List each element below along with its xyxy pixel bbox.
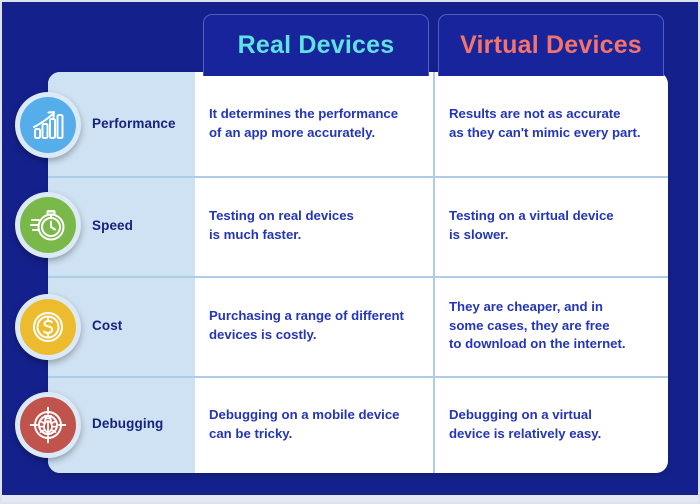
virtual-devices-text: Debugging on a virtual device is relativ… [449, 406, 602, 441]
virtual-devices-cell: Debugging on a virtual device is relativ… [433, 376, 668, 473]
table-header-row: Real Devices Virtual Devices [0, 14, 700, 76]
virtual-devices-cell: Testing on a virtual device is slower. [433, 176, 668, 276]
real-devices-text: Debugging on a mobile device can be tric… [209, 406, 400, 441]
header-tab-virtual-devices: Virtual Devices [438, 14, 664, 76]
virtual-devices-cell: Results are not as accurate as they can'… [433, 72, 668, 176]
category-label: Speed [92, 217, 134, 233]
header-tab-real-devices: Real Devices [203, 14, 429, 76]
category-icon-column [0, 72, 120, 473]
category-label: Performance [92, 115, 176, 131]
virtual-devices-text: They are cheaper, and in some cases, the… [449, 298, 626, 352]
real-devices-text: Purchasing a range of different devices … [209, 308, 404, 342]
category-cell-speed: Speed [48, 176, 195, 276]
category-cell-cost: Cost [48, 276, 195, 376]
category-label: Debugging [92, 416, 164, 432]
virtual-devices-text: Testing on a virtual device is slower. [449, 208, 614, 242]
table-row: Cost Purchasing a range of different devi… [48, 276, 668, 376]
virtual-devices-cell: They are cheaper, and in some cases, the… [433, 276, 668, 376]
table-body: Performance It determines the performance… [48, 72, 668, 473]
real-devices-cell: Purchasing a range of different devices … [195, 276, 433, 376]
real-devices-cell: It determines the performance of an app … [195, 72, 433, 176]
category-icon-badge-performance [15, 92, 81, 158]
stopwatch-icon [20, 197, 76, 253]
real-devices-cell: Testing on real devices is much faster. [195, 176, 433, 276]
header-label-virtual-devices: Virtual Devices [460, 31, 642, 59]
table-row: Debugging Debugging on a mobile device ca… [48, 376, 668, 473]
real-devices-cell: Debugging on a mobile device can be tric… [195, 376, 433, 473]
column-divider [433, 72, 435, 473]
category-cell-debugging: Debugging [48, 376, 195, 473]
category-cell-performance: Performance [48, 72, 195, 176]
virtual-devices-text: Results are not as accurate as they can'… [449, 106, 641, 140]
category-label: Cost [92, 317, 123, 333]
dollar-coin-icon [20, 299, 76, 355]
real-devices-text: It determines the performance of an app … [209, 106, 399, 140]
comparison-table-panel: Performance It determines the performance… [48, 72, 668, 473]
table-row: Speed Testing on real devices is much fas… [48, 176, 668, 276]
bug-target-icon [20, 397, 76, 453]
bottom-edge-strip [0, 495, 700, 504]
bar-chart-growth-icon [20, 97, 76, 153]
category-icon-badge-debugging [15, 392, 81, 458]
table-row: Performance It determines the performance… [48, 72, 668, 176]
category-icon-badge-speed [15, 192, 81, 258]
real-devices-text: Testing on real devices is much faster. [209, 208, 354, 242]
category-icon-badge-cost [15, 294, 81, 360]
header-label-real-devices: Real Devices [237, 31, 395, 59]
